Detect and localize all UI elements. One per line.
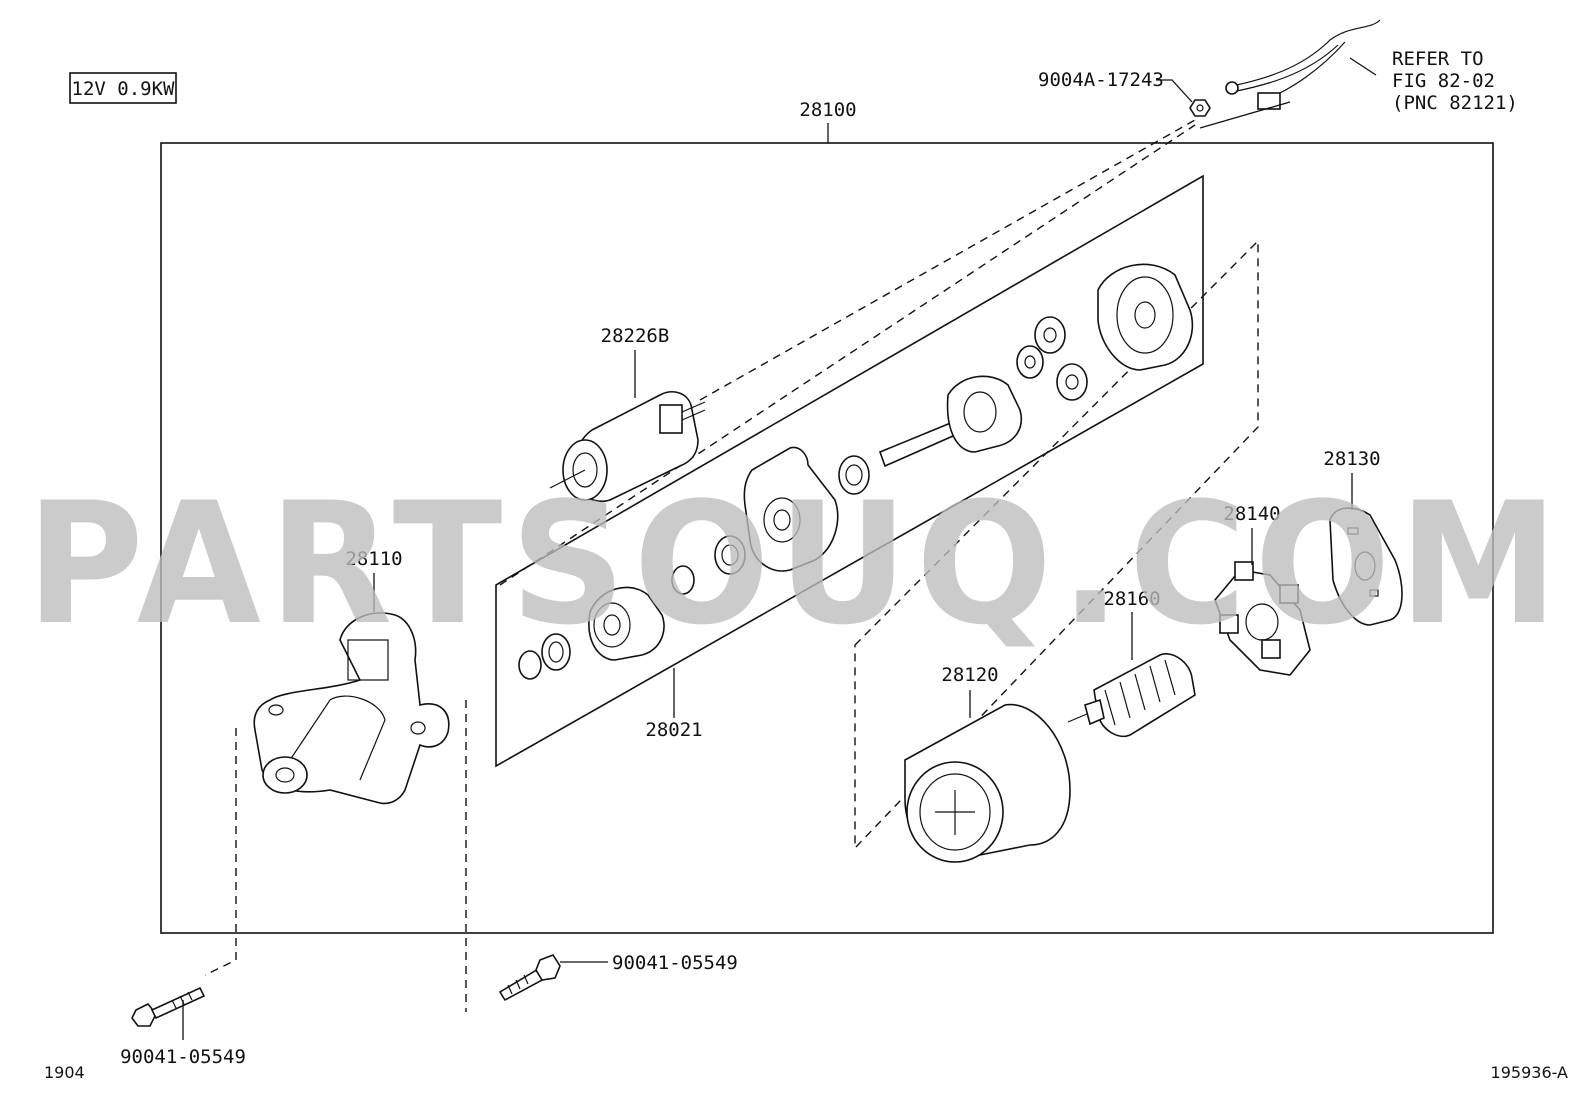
ring-terminal-icon [1225, 81, 1239, 95]
connector-icon [1257, 92, 1281, 110]
solenoid-icon [549, 391, 706, 502]
bolt-lower-icon [131, 986, 206, 1027]
planetary-gear-icon [878, 263, 1194, 468]
assembly-frame [160, 142, 1494, 934]
clutch-kit-icon [518, 446, 870, 680]
label-28226B[interactable]: 28226B [601, 325, 670, 347]
refer-note-line-3: (PNC 82121) [1392, 92, 1518, 114]
label-28110[interactable]: 28110 [345, 548, 402, 570]
label-28160[interactable]: 28160 [1103, 588, 1160, 610]
label-28120[interactable]: 28120 [941, 664, 998, 686]
spec-text: 12V 0.9KW [72, 78, 176, 100]
end-frame-icon [1329, 507, 1403, 626]
bolt-upper-icon [498, 954, 561, 1002]
label-28100[interactable]: 28100 [799, 99, 856, 121]
label-28021[interactable]: 28021 [645, 719, 702, 741]
footer-right-code: 195936-A [1491, 1063, 1569, 1082]
refer-note-line-1: REFER TO [1392, 48, 1484, 70]
watermark: PARTSOUQ.COM [26, 466, 1566, 662]
label-9004A-17243[interactable]: 9004A-17243 [1038, 69, 1164, 91]
drive-housing-icon [253, 612, 450, 805]
armature-group-frame [854, 239, 1259, 850]
yoke-icon [904, 703, 1071, 863]
label-28140[interactable]: 28140 [1223, 503, 1280, 525]
armature-icon [1067, 653, 1196, 737]
refer-note-line-2: FIG 82-02 [1392, 70, 1495, 92]
footer-left-code: 1904 [44, 1063, 85, 1082]
wire-harness [1199, 19, 1381, 129]
spec-box: 12V 0.9KW [69, 72, 177, 104]
brush-holder-icon [1214, 561, 1311, 676]
clutch-kit-frame [495, 174, 1204, 768]
label-28130[interactable]: 28130 [1323, 448, 1380, 470]
nut-icon [1189, 99, 1211, 117]
label-90041-05549-lower[interactable]: 90041-05549 [120, 1046, 246, 1068]
label-90041-05549-upper[interactable]: 90041-05549 [612, 952, 738, 974]
